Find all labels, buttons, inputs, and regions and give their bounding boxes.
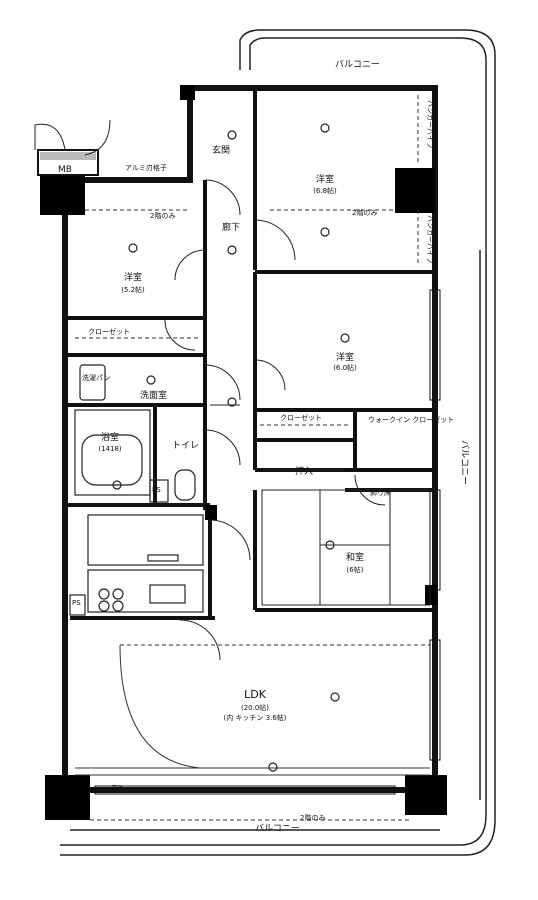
bathroom-label: 浴室 [101,431,119,443]
japanese-room-size: (6帖) [347,565,364,574]
ldk-label: LDK [244,688,267,701]
door-swings [34,119,386,661]
windows [94,289,441,795]
washing-room-label: 洗面室 [140,389,167,401]
western-room-2-size: (6.8帖) [313,186,337,195]
hanger-pipe-1-label: ハンガーパイプ [426,100,435,149]
western-room-1-label: 洋室 [124,271,142,283]
ldk-kitchen-note: (内 キッチン 3.6帖) [223,713,286,722]
mb-label: MB [58,165,72,175]
outer-walls [62,85,438,793]
balcony-top-label: バルコニー [335,59,380,70]
bathtub [74,364,196,503]
second-floor-note-3: 2階のみ [300,813,325,822]
walk-in-closet-label: ウォークイン クローゼット [368,415,454,424]
ps-2-label: PS [72,599,81,607]
interior-walls [65,88,435,620]
ldk-size: (20.0帖) [241,703,269,712]
western-room-3-label: 洋室 [336,351,354,363]
western-room-3-size: (6.0帖) [333,363,357,372]
closet-2-label: クローゼット [280,413,322,422]
mb-box [37,149,99,176]
kitchen-counter [69,514,204,616]
tatami [261,469,431,606]
pillars [40,85,447,820]
toilet-label: トイレ [172,441,199,451]
japanese-room-label: 和室 [346,551,364,563]
hanger-pipe-2-label: ハンガーパイプ [426,215,435,264]
bathroom-size: (1418) [98,445,122,453]
hallway-label: 廊下 [222,221,240,233]
closet-1-label: クローゼット [88,327,130,336]
balcony-outline [60,29,496,856]
entrance-label: 玄関 [212,144,230,156]
balcony-bottom-label: バルコニー [255,823,300,834]
western-room-2-label: 洋室 [316,173,334,185]
balcony-right-label: バルコニー [459,440,470,485]
ceiling-lights [112,123,350,772]
ldk-arc [75,644,430,776]
washing-pan-label: 洗濯パン [82,373,110,382]
second-floor-note-2: 2階のみ [352,208,377,217]
fix-label: FIX [112,784,123,792]
kazaridoko-label: 飾り床 [370,488,391,497]
oshiire-label: 押入 [295,465,313,477]
aluminum-label: アルミ刃格子 [125,163,167,172]
ps-1-label: PS [152,486,161,494]
second-floor-note-1: 2階のみ [150,211,175,220]
western-room-1-size: (5.2帖) [121,285,145,294]
